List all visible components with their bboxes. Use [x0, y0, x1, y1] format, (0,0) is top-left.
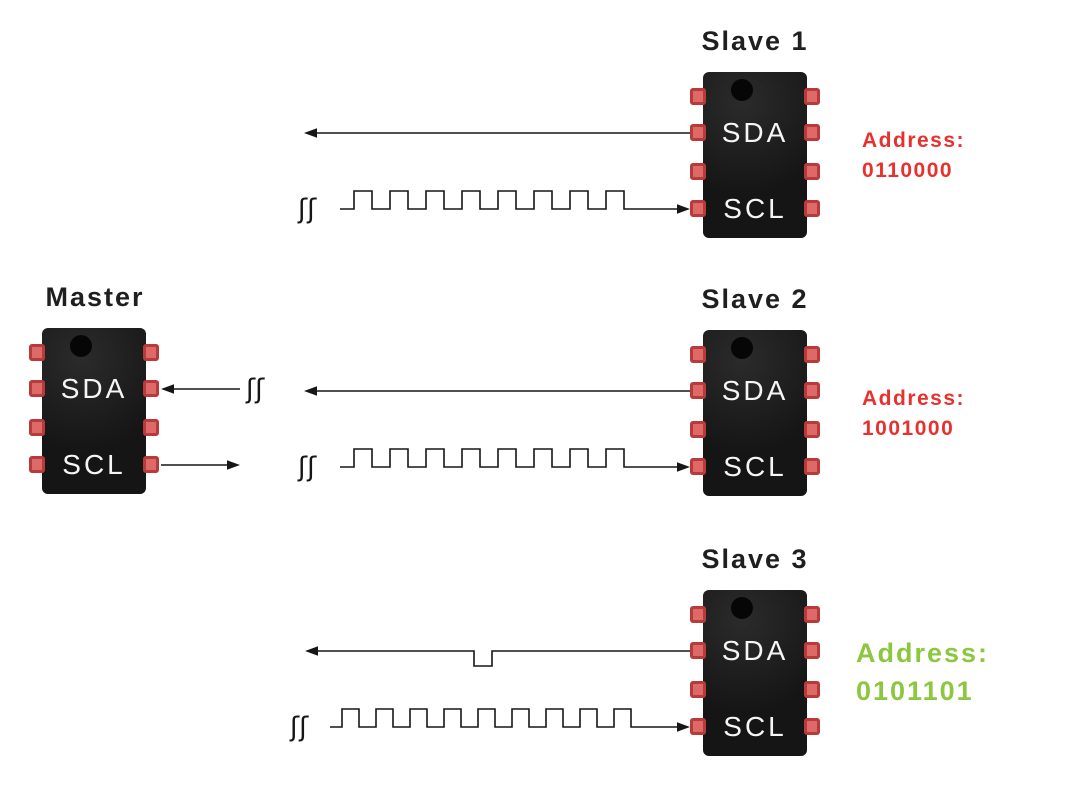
chip-pin: [29, 344, 45, 361]
chip-dimple: [731, 597, 753, 619]
chip-pin: [143, 380, 159, 397]
chip-pin: [804, 88, 820, 105]
slave2-scl-label: SCL: [723, 451, 787, 482]
chip-pin: [804, 642, 820, 659]
chip-pin: [143, 456, 159, 473]
slave3-sda-label: SDA: [721, 635, 789, 666]
slave1-sda-arrow: [304, 128, 690, 138]
address-label: Address:: [862, 387, 966, 410]
master-scl-arrow: [161, 460, 240, 470]
chip-pin: [690, 458, 706, 475]
slave3-title: Slave 3: [701, 544, 809, 574]
address-value: 1001000: [862, 417, 955, 440]
chip-pin: [690, 382, 706, 399]
slave3-scl-label: SCL: [723, 711, 787, 742]
slave1-address: Address: 0110000: [862, 126, 965, 186]
chip-pin: [690, 346, 706, 363]
slave3-sda-arrow: [305, 646, 690, 667]
chip-pin: [804, 382, 820, 399]
slave1-chip: SDA SCL: [690, 72, 820, 238]
master-scl-label: SCL: [62, 449, 126, 480]
address-value: 0110000: [862, 159, 954, 182]
chip-pin: [804, 346, 820, 363]
slave2-title: Slave 2: [701, 284, 809, 314]
chip-pin: [804, 124, 820, 141]
slave2-chip: SDA SCL: [690, 330, 820, 496]
chip-pin: [804, 606, 820, 623]
chip-pin: [29, 456, 45, 473]
master-title: Master: [45, 282, 145, 312]
chip-pin: [690, 642, 706, 659]
address-label: Address:: [856, 638, 990, 668]
chip-pin: [690, 681, 706, 698]
chip-pin: [804, 681, 820, 698]
slave1-title: Slave 1: [701, 26, 809, 56]
chip-pin: [690, 606, 706, 623]
slave1-scl-label: SCL: [723, 193, 787, 224]
slave2-scl-waveform: [340, 448, 690, 472]
chip-pin: [804, 200, 820, 217]
slave3-chip: SDA SCL: [690, 590, 820, 756]
chip-pin: [690, 718, 706, 735]
slave1-sda-label: SDA: [721, 117, 789, 148]
chip-pin: [690, 421, 706, 438]
slave1-scl-waveform: [340, 190, 690, 214]
slave3-scl-waveform: [330, 708, 690, 732]
master-sda-label: SDA: [60, 373, 128, 404]
chip-pin: [804, 163, 820, 180]
master-chip: SDA SCL: [29, 328, 159, 494]
chip-pin: [804, 421, 820, 438]
chip-dimple: [70, 335, 92, 357]
slave2-sda-arrow: [304, 386, 690, 396]
master-sda-arrow: [161, 384, 240, 394]
chip-pin: [143, 419, 159, 436]
line-break-squiggle: ʃʃ: [297, 194, 317, 225]
address-label: Address:: [862, 129, 966, 152]
address-value: 0101101: [856, 676, 974, 706]
line-break-squiggle: ʃʃ: [297, 452, 317, 483]
chip-pin: [690, 88, 706, 105]
chip-dimple: [731, 337, 753, 359]
chip-pin: [690, 124, 706, 141]
slave3-address: Address: 0101101: [856, 634, 989, 710]
chip-pin: [690, 163, 706, 180]
chip-dimple: [731, 79, 753, 101]
chip-pin: [690, 200, 706, 217]
slave2-sda-label: SDA: [721, 375, 789, 406]
line-break-squiggle: ʃʃ: [245, 374, 265, 405]
chip-pin: [804, 718, 820, 735]
line-break-squiggle: ʃʃ: [289, 712, 309, 743]
slave2-address: Address: 1001000: [862, 384, 965, 444]
chip-pin: [804, 458, 820, 475]
chip-pin: [143, 344, 159, 361]
chip-pin: [29, 380, 45, 397]
chip-pin: [29, 419, 45, 436]
